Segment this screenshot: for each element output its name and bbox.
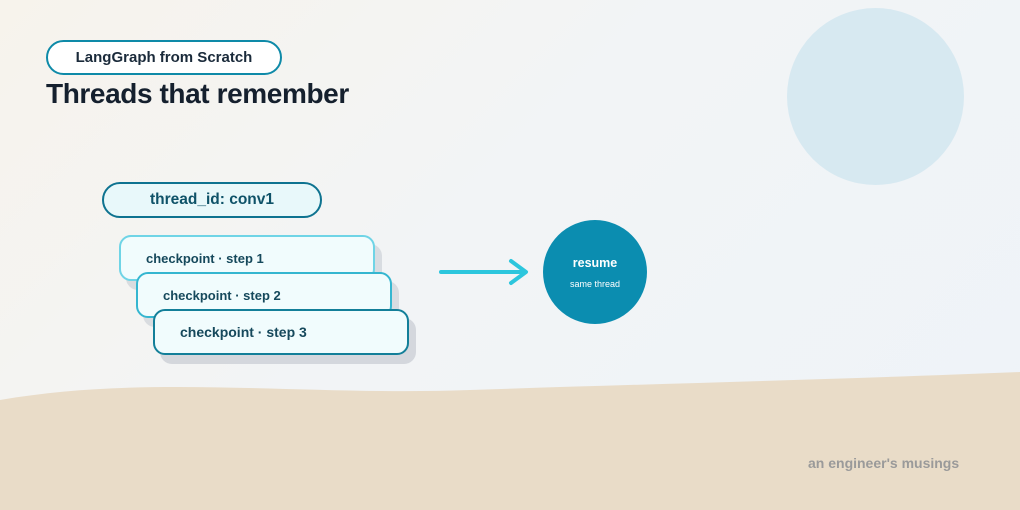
- checkpoint-label: checkpoint · step 3: [180, 324, 307, 340]
- thread-id-pill: thread_id: conv1: [102, 182, 322, 218]
- decorative-sun-circle: [787, 8, 964, 185]
- resume-subtitle: same thread: [569, 278, 621, 289]
- checkpoint-label: checkpoint · step 2: [163, 287, 281, 303]
- decorative-sand-wave: [0, 372, 1020, 510]
- checkpoint-card-3: checkpoint · step 3: [153, 309, 409, 355]
- resume-node: resume same thread: [543, 220, 647, 324]
- resume-title: resume: [572, 255, 618, 270]
- arrow-right-icon: [439, 259, 528, 285]
- series-tag: LangGraph from Scratch: [46, 40, 282, 75]
- checkpoint-label: checkpoint · step 1: [146, 250, 264, 266]
- footer-signature: an engineer's musings: [808, 455, 960, 471]
- page-title: Threads that remember: [46, 78, 349, 109]
